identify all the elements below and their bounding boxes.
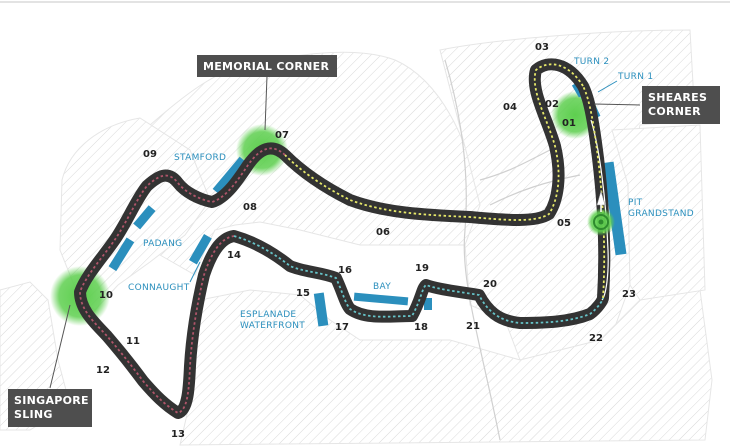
grandstand-label-line: ESPLANADE <box>240 310 296 320</box>
grandstand-label-line: BAY <box>373 282 391 292</box>
callout-line: SLING <box>14 408 53 421</box>
leader-singapore <box>49 304 71 389</box>
corner-label-18: 18 <box>414 322 428 333</box>
corner-label-01: 01 <box>562 118 576 129</box>
corner-label-15: 15 <box>296 288 310 299</box>
corner-label-12: 12 <box>96 365 110 376</box>
sector-line-1 <box>284 63 584 221</box>
leader-lines <box>49 75 641 389</box>
track-outline <box>74 58 611 419</box>
leader-memorial <box>264 75 268 131</box>
grandstand-label-padang: PADANG <box>143 239 182 249</box>
grandstand-bar-esplanade <box>313 292 329 327</box>
leader-connaught <box>189 261 201 283</box>
track <box>74 58 611 419</box>
grandstand-bar-stamford <box>212 156 248 196</box>
callout-line: SINGAPORE <box>14 394 89 407</box>
callout-line: SHEARES <box>648 91 707 104</box>
corner-label-16: 16 <box>338 265 352 276</box>
corner-label-06: 06 <box>376 227 390 238</box>
grandstand-label-connaught: CONNAUGHT <box>128 283 190 293</box>
grandstand-label-line: STAMFORD <box>174 153 226 163</box>
corner-label-03: 03 <box>535 42 549 53</box>
river-line-1 <box>444 59 501 441</box>
start-finish <box>587 190 615 236</box>
grandstand-label-line: TURN 1 <box>617 72 653 82</box>
corner-label-22: 22 <box>589 333 603 344</box>
corner-label-09: 09 <box>143 149 157 160</box>
grandstand-bar-padang-2 <box>108 237 135 272</box>
grandstand-label-bay: BAY <box>373 282 391 292</box>
leader-turn1 <box>597 80 618 93</box>
callout-line: CORNER <box>648 105 701 118</box>
callout-line: MEMORIAL CORNER <box>203 60 329 73</box>
land-right <box>611 124 706 301</box>
corner-label-19: 19 <box>415 263 429 274</box>
grandstand-bar-bay-2 <box>424 298 432 310</box>
callout-text: MEMORIAL CORNER <box>203 60 329 73</box>
grandstand-bar-padang-1 <box>133 205 156 230</box>
corner-label-20: 20 <box>483 279 497 290</box>
callout-box <box>642 86 720 124</box>
grandstand-label-line: CONNAUGHT <box>128 283 190 293</box>
grandstand-bar-pit <box>602 161 627 256</box>
corner-label-14: 14 <box>227 250 241 261</box>
leader-sheares <box>593 103 641 106</box>
land-bay-south <box>179 289 713 446</box>
grandstand-label-line: GRANDSTAND <box>628 209 694 219</box>
sector-line-3 <box>233 235 604 324</box>
corner-label-13: 13 <box>171 429 185 440</box>
corner-label-07: 07 <box>275 130 289 141</box>
corner-label-23: 23 <box>622 289 636 300</box>
corner-label-11: 11 <box>126 336 140 347</box>
grandstand-label-turn2: TURN 2 <box>573 57 609 67</box>
start-finish-ring <box>593 214 609 230</box>
callout-memorial: MEMORIAL CORNER <box>197 55 337 77</box>
grandstand-label-line: TURN 2 <box>573 57 609 67</box>
grandstand-label-turn1: TURN 1 <box>617 72 653 82</box>
grandstand-label-line: PADANG <box>143 239 182 249</box>
river-line-2 <box>479 149 581 206</box>
corner-label-08: 08 <box>243 202 257 213</box>
corner-label-04: 04 <box>503 102 517 113</box>
corner-label-10: 10 <box>99 290 113 301</box>
corner-label-17: 17 <box>335 322 349 333</box>
corner-label-21: 21 <box>466 321 480 332</box>
grandstand-bar-bay <box>353 292 409 306</box>
grandstand-label-line: WATERFRONT <box>240 321 305 331</box>
grandstand-bar-connaught <box>189 234 212 265</box>
corner-label-02: 02 <box>545 99 559 110</box>
corner-label-05: 05 <box>557 218 571 229</box>
callout-box <box>197 55 337 77</box>
callout-box <box>8 389 92 427</box>
grandstand-label-line: PIT <box>628 198 643 208</box>
grandstand-label-stamford: STAMFORD <box>174 153 226 163</box>
start-finish-dot <box>598 219 604 225</box>
